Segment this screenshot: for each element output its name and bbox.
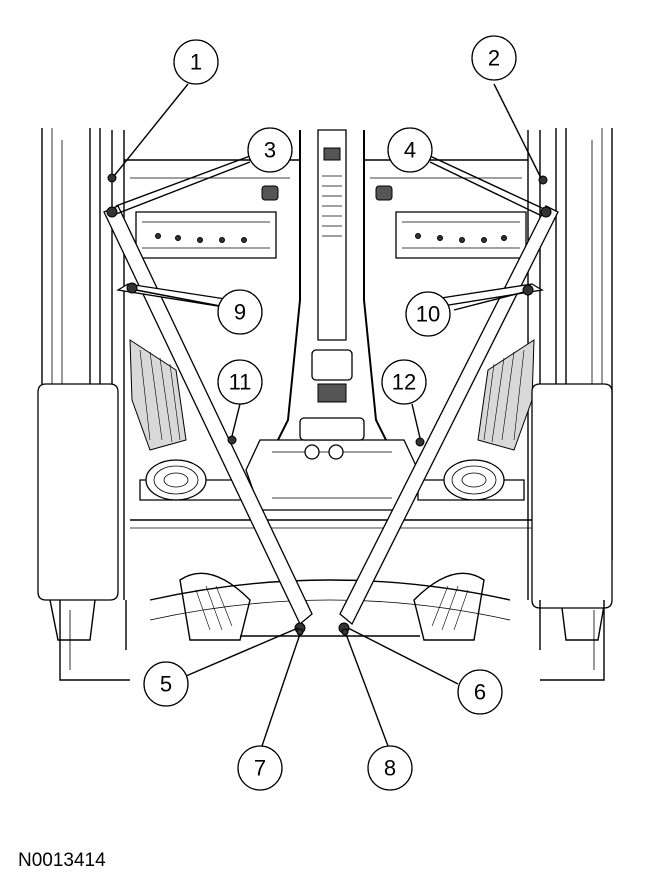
svg-text:11: 11 xyxy=(229,370,252,395)
vehicle-underbody-artwork xyxy=(37,128,613,681)
callout-3: 3 xyxy=(247,127,293,173)
svg-text:7: 7 xyxy=(254,756,266,781)
bolt-9 xyxy=(126,282,138,294)
callout-10: 10 xyxy=(405,291,451,337)
bolt-12 xyxy=(415,437,425,447)
leader-lines xyxy=(113,83,543,747)
svg-text:5: 5 xyxy=(160,672,172,697)
leader-line-3a xyxy=(115,155,251,207)
callout-4: 4 xyxy=(387,127,433,173)
fasteners xyxy=(106,173,552,636)
svg-text:3: 3 xyxy=(264,138,276,163)
svg-text:12: 12 xyxy=(392,370,416,395)
callout-6: 6 xyxy=(457,669,503,715)
leader-line-8 xyxy=(345,633,389,747)
leader-line-7 xyxy=(261,633,301,747)
svg-text:9: 9 xyxy=(234,300,246,325)
leader-line-2 xyxy=(493,83,542,179)
callout-9: 9 xyxy=(217,289,263,335)
callout-11: 11 xyxy=(217,359,263,405)
leader-line-10 xyxy=(453,291,525,311)
svg-text:4: 4 xyxy=(404,138,416,163)
svg-text:1: 1 xyxy=(190,50,202,75)
leader-line-6 xyxy=(347,627,459,685)
leader-line-11 xyxy=(231,403,241,437)
leader-line-4a xyxy=(429,155,543,209)
bolt-3 xyxy=(106,206,118,218)
svg-text:8: 8 xyxy=(384,756,396,781)
leader-line-12 xyxy=(411,403,421,439)
leader-line-3b xyxy=(115,161,251,215)
callout-8: 8 xyxy=(367,745,413,791)
svg-text:2: 2 xyxy=(488,46,500,71)
bolt-11 xyxy=(227,435,237,445)
leader-line-5 xyxy=(185,627,299,677)
callout-1: 1 xyxy=(173,39,219,85)
bolt-4 xyxy=(540,206,552,218)
callouts: 1 2 3 4 5 6 7 8 xyxy=(143,35,517,791)
leader-line-4b xyxy=(429,161,543,217)
svg-text:6: 6 xyxy=(474,680,486,705)
bolt-10 xyxy=(522,284,534,296)
leader-line-9 xyxy=(135,289,221,307)
callout-7: 7 xyxy=(237,745,283,791)
svg-text:10: 10 xyxy=(416,302,440,327)
figure-code: N0013414 xyxy=(18,850,106,871)
bolt-8 xyxy=(341,628,349,636)
leader-line-1 xyxy=(113,83,189,177)
callout-2: 2 xyxy=(471,35,517,81)
x-brace xyxy=(103,205,559,626)
callout-5: 5 xyxy=(143,661,189,707)
callout-12: 12 xyxy=(381,359,427,405)
